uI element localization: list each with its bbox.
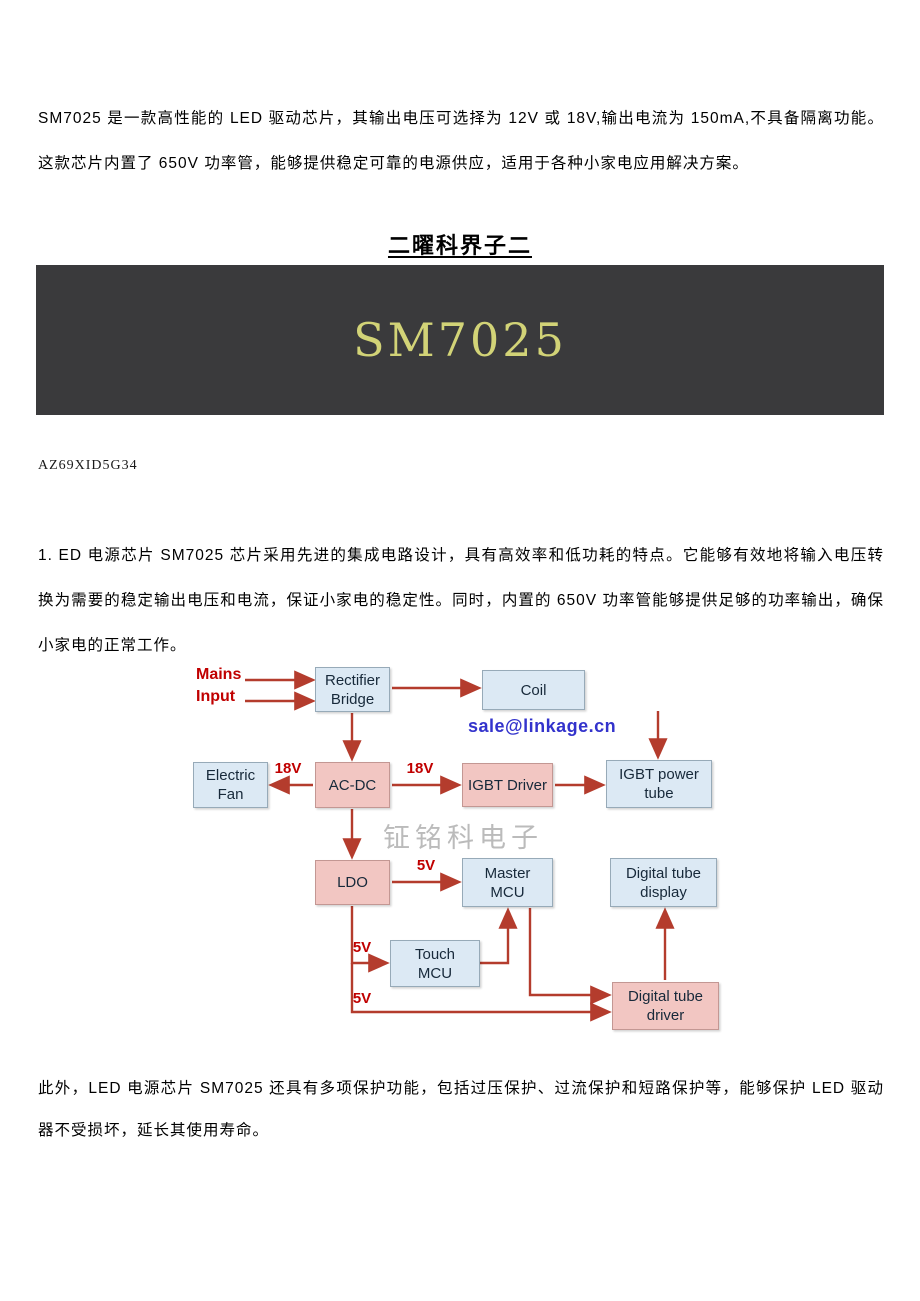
diagram-box-master-mcu: Master MCU xyxy=(462,858,553,907)
diagram-box-digital-tube-display: Digital tube display xyxy=(610,858,717,907)
block-diagram: Mains Input Rectifier Bridge Coil Electr… xyxy=(0,650,920,1050)
diagram-box-ldo: LDO xyxy=(315,860,390,905)
mains-input-label: Mains Input xyxy=(196,666,242,705)
label-18v-driver: 18V xyxy=(406,760,434,777)
diagram-box-coil: Coil xyxy=(482,670,585,710)
label-5v-touch: 5V xyxy=(352,939,372,956)
label-18v-fan: 18V xyxy=(274,760,302,777)
diagram-box-igbt-power-tube: IGBT power tube xyxy=(606,760,712,808)
section-heading: 二曜科界子二 xyxy=(387,233,532,258)
diagram-box-touch-mcu: Touch MCU xyxy=(390,940,480,987)
contact-email-text: sale@linkage.cn xyxy=(468,716,617,736)
intro-paragraph: SM7025 是一款高性能的 LED 驱动芯片，其输出电压可选择为 12V 或 … xyxy=(38,110,884,172)
diagram-box-rectifier-bridge: Rectifier Bridge xyxy=(315,667,390,712)
protection-paragraph: 此外，LED 电源芯片 SM7025 还具有多项保护功能，包括过压保护、过流保护… xyxy=(38,1080,884,1139)
diagram-box-ac-dc: AC-DC xyxy=(315,762,390,808)
diagram-box-igbt-driver: IGBT Driver xyxy=(462,763,553,807)
diagram-arrows xyxy=(245,670,675,1022)
diagram-box-electric-fan: Electric Fan xyxy=(193,762,268,808)
banner-product-name: SM7025 xyxy=(353,313,567,367)
product-banner: SM7025 xyxy=(36,265,884,415)
label-5v-driver: 5V xyxy=(352,990,372,1007)
features-paragraph: 1. ED 电源芯片 SM7025 芯片采用先进的集成电路设计，具有高效率和低功… xyxy=(38,547,884,654)
watermark-text: 钲铭科电子 xyxy=(383,823,543,853)
product-code: AZ69XID5G34 xyxy=(38,458,138,473)
label-5v-master: 5V xyxy=(416,857,436,874)
diagram-box-digital-tube-driver: Digital tube driver xyxy=(612,982,719,1030)
